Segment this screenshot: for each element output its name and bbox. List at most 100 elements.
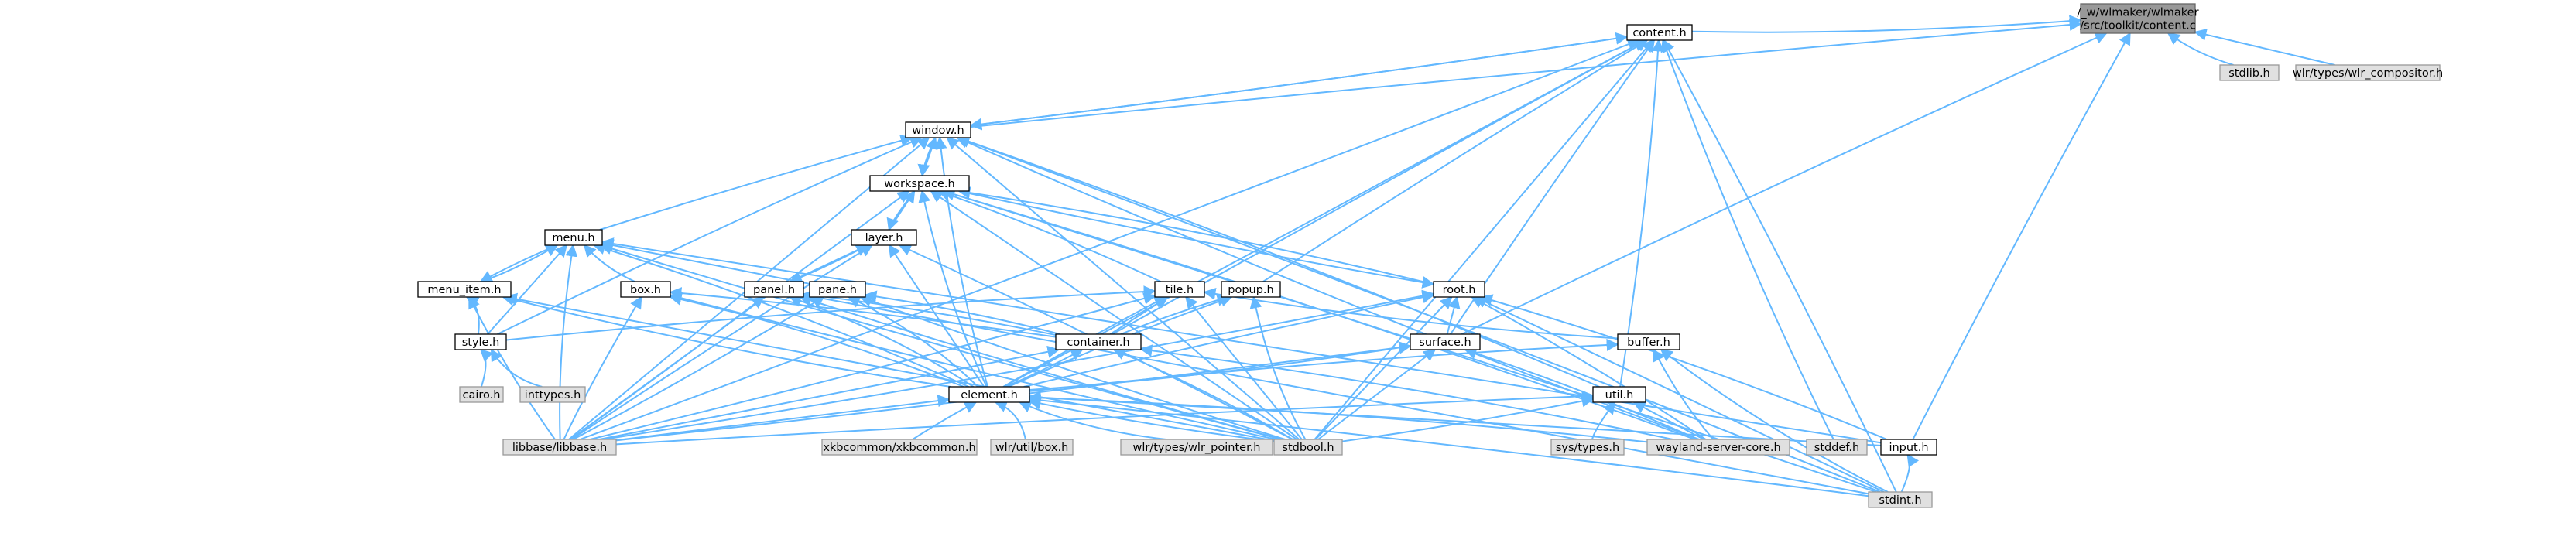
node-wlrptr-box xyxy=(1120,439,1273,456)
node-panel-box xyxy=(744,281,804,298)
node-buffer[interactable]: buffer.h xyxy=(1617,333,1680,350)
node-surface[interactable]: surface.h xyxy=(1410,333,1481,350)
node-wlsrv-box xyxy=(1646,439,1790,456)
node-wlsrv[interactable]: wayland-server-core.h xyxy=(1646,439,1790,456)
node-stdbool-box xyxy=(1273,439,1343,456)
node-wlsrv-label: wayland-server-core.h xyxy=(1656,442,1780,454)
node-stdbool-label: stdbool.h xyxy=(1282,442,1334,454)
edge-root_h-to-libbase xyxy=(603,289,1435,440)
edge-util-to-systypes xyxy=(1591,401,1615,440)
edge-content-to-popup xyxy=(1262,39,1649,282)
edge-window-to-stdint xyxy=(957,135,1881,493)
edge-menu_item-to-libbase xyxy=(468,295,556,440)
node-element-label: element.h xyxy=(961,389,1018,401)
node-menu-label: menu.h xyxy=(552,232,594,244)
edge-root_h-to-element xyxy=(1023,291,1435,388)
node-cairo-label: cairo.h xyxy=(463,389,501,401)
node-inttypes[interactable]: inttypes.h xyxy=(519,386,586,403)
node-xkb[interactable]: xkbcommon/xkbcommon.h xyxy=(821,439,978,456)
edge-content-to-stdbool xyxy=(1314,39,1654,440)
node-menu_item-box xyxy=(417,281,512,298)
node-panel[interactable]: panel.h xyxy=(744,281,804,298)
node-layer[interactable]: layer.h xyxy=(851,229,917,246)
edge-input-to-stdint xyxy=(1900,453,1920,493)
node-util[interactable]: util.h xyxy=(1592,386,1646,403)
node-surface-box xyxy=(1410,333,1481,350)
node-stdbool[interactable]: stdbool.h xyxy=(1273,439,1343,456)
node-menu[interactable]: menu.h xyxy=(544,229,603,246)
edge-root_c-to-window xyxy=(970,19,2082,128)
node-surface-label: surface.h xyxy=(1419,336,1471,349)
edge-root_c-to-wlr_comp xyxy=(2194,28,2335,66)
node-systypes-box xyxy=(1550,439,1625,456)
edge-workspace-to-tile xyxy=(937,189,1161,282)
node-workspace[interactable]: workspace.h xyxy=(869,175,970,192)
edge-tile-to-style xyxy=(505,285,1156,341)
node-content[interactable]: content.h xyxy=(1626,24,1693,41)
edge-surface-to-stdbool xyxy=(1317,349,1437,440)
edge-menu_item-to-menu xyxy=(479,244,558,282)
node-stdint-label: stdint.h xyxy=(1879,494,1921,507)
edge-box-to-container xyxy=(669,287,1057,338)
node-workspace-box xyxy=(869,175,970,192)
edge-root_h-to-stdbool xyxy=(1314,295,1453,440)
node-cairo[interactable]: cairo.h xyxy=(459,386,504,403)
edge-root_h-to-workspace xyxy=(958,190,1435,289)
edge-container-to-element xyxy=(1005,349,1084,388)
edge-root_c-to-content xyxy=(1691,15,2082,33)
node-stdint-box xyxy=(1868,491,1933,508)
node-root_c-label: /_w/wlmaker/wlmaker xyxy=(2077,7,2198,19)
edge-pane-to-stdbool xyxy=(859,295,1286,440)
node-stddef-label: stddef.h xyxy=(1814,442,1859,454)
node-pane[interactable]: pane.h xyxy=(809,281,866,298)
edge-window-to-content xyxy=(969,36,1628,131)
edges-layer xyxy=(465,15,2335,497)
node-input-label: input.h xyxy=(1889,442,1928,454)
edge-window-to-style xyxy=(497,136,923,335)
node-popup[interactable]: popup.h xyxy=(1221,281,1281,298)
node-cairo-box xyxy=(459,386,504,403)
node-systypes-label: sys/types.h xyxy=(1556,442,1619,454)
edge-content-to-stddef xyxy=(1660,39,1834,440)
node-popup-box xyxy=(1221,281,1281,298)
node-wlr_comp-label: wlr/types/wlr_compositor.h xyxy=(2293,67,2443,80)
node-input[interactable]: input.h xyxy=(1880,439,1937,456)
node-style[interactable]: style.h xyxy=(454,333,507,350)
node-wlrbox[interactable]: wlr/util/box.h xyxy=(990,439,1074,456)
node-systypes[interactable]: sys/types.h xyxy=(1550,439,1625,456)
node-panel-label: panel.h xyxy=(753,284,795,296)
node-stdint[interactable]: stdint.h xyxy=(1868,491,1933,508)
node-stddef[interactable]: stddef.h xyxy=(1806,439,1868,456)
node-box[interactable]: box.h xyxy=(620,281,671,298)
node-wlrbox-label: wlr/util/box.h xyxy=(995,442,1069,454)
node-layer-box xyxy=(851,229,917,246)
node-libbase[interactable]: libbase/libbase.h xyxy=(502,439,617,456)
node-stdlib[interactable]: stdlib.h xyxy=(2219,64,2280,81)
edge-window-to-menu xyxy=(599,135,913,231)
edge-tile-to-stdbool xyxy=(1185,295,1303,440)
node-wlr_comp[interactable]: wlr/types/wlr_compositor.h xyxy=(2293,64,2443,81)
edge-element-to-libbase xyxy=(615,395,951,442)
node-tile[interactable]: tile.h xyxy=(1154,281,1205,298)
edge-pane-to-libbase xyxy=(573,296,825,440)
node-wlrptr[interactable]: wlr/types/wlr_pointer.h xyxy=(1120,439,1273,456)
node-element-box xyxy=(948,386,1030,403)
node-libbase-label: libbase/libbase.h xyxy=(512,442,607,454)
edge-layer-to-workspace xyxy=(886,190,916,231)
edge-workspace-to-stdbool xyxy=(930,190,1297,440)
node-root_c[interactable]: /_w/wlmaker/wlmaker/src/toolkit/content.… xyxy=(2077,3,2199,34)
node-libbase-box xyxy=(502,439,617,456)
edge-element-to-wlrbox xyxy=(994,400,1026,440)
node-window[interactable]: window.h xyxy=(905,121,971,138)
node-popup-label: popup.h xyxy=(1228,284,1273,296)
node-element[interactable]: element.h xyxy=(948,386,1030,403)
edge-menu_item-to-stdbool xyxy=(504,292,1275,442)
edge-buffer-to-stdint xyxy=(1660,349,1889,493)
edge-content-to-stdint xyxy=(1663,39,1897,493)
edge-util-to-wlsrv xyxy=(1632,401,1704,440)
node-root_h[interactable]: root.h xyxy=(1433,281,1485,298)
node-container[interactable]: container.h xyxy=(1055,333,1142,350)
node-menu_item[interactable]: menu_item.h xyxy=(417,281,512,298)
node-content-box xyxy=(1626,24,1693,41)
